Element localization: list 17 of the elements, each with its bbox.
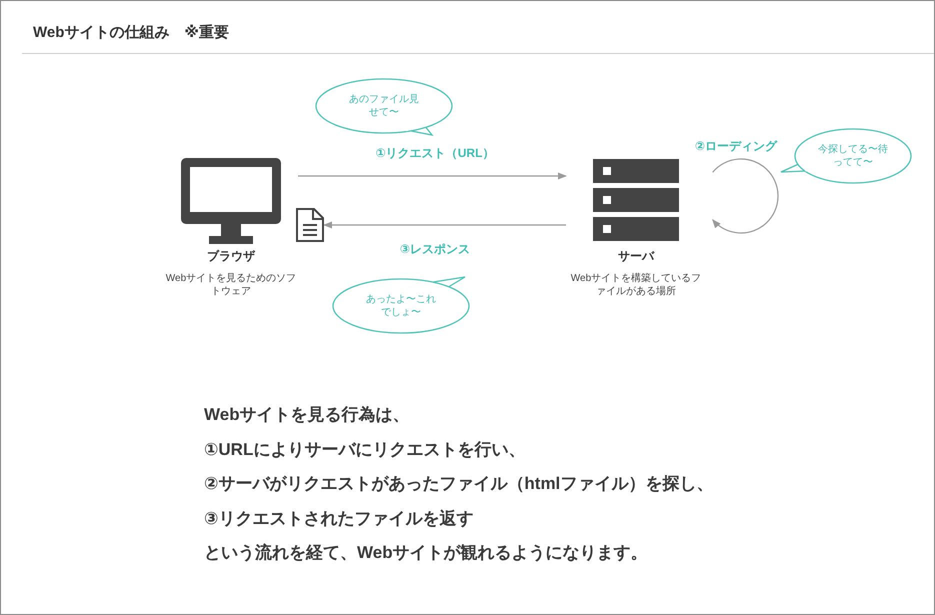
explanation-line: ①URLによりサーバにリクエストを行い、 [204, 438, 526, 460]
heading: Webサイトの仕組み ※重要 [33, 23, 229, 42]
bubble-text: あったよ〜これでしょ〜 [365, 293, 437, 319]
explanation-line: という流れを経て、Webサイトが観れるようになります。 [204, 542, 648, 564]
edge-label: ②ローディング [692, 138, 780, 155]
node-title: ブラウザ [206, 248, 256, 265]
arrow [298, 172, 567, 180]
explanation-line: Webサイトを見る行為は、 [204, 404, 410, 426]
node-description: Webサイトを見るためのソフトウェア [164, 272, 298, 298]
arrow [323, 221, 566, 229]
node-title: サーバ [617, 248, 656, 265]
explanation-line: ③リクエストされたファイルを返す [204, 508, 474, 530]
node-description: Webサイトを構築しているファイルがある場所 [570, 272, 702, 298]
explanation-line: ②サーバがリクエストがあったファイル（htmlファイル）を探し、 [204, 473, 714, 495]
bubble-text: あのファイル見せて〜 [348, 93, 420, 119]
bubble-text: 今探してる〜待ってて〜 [817, 143, 889, 169]
arrow [712, 158, 779, 234]
